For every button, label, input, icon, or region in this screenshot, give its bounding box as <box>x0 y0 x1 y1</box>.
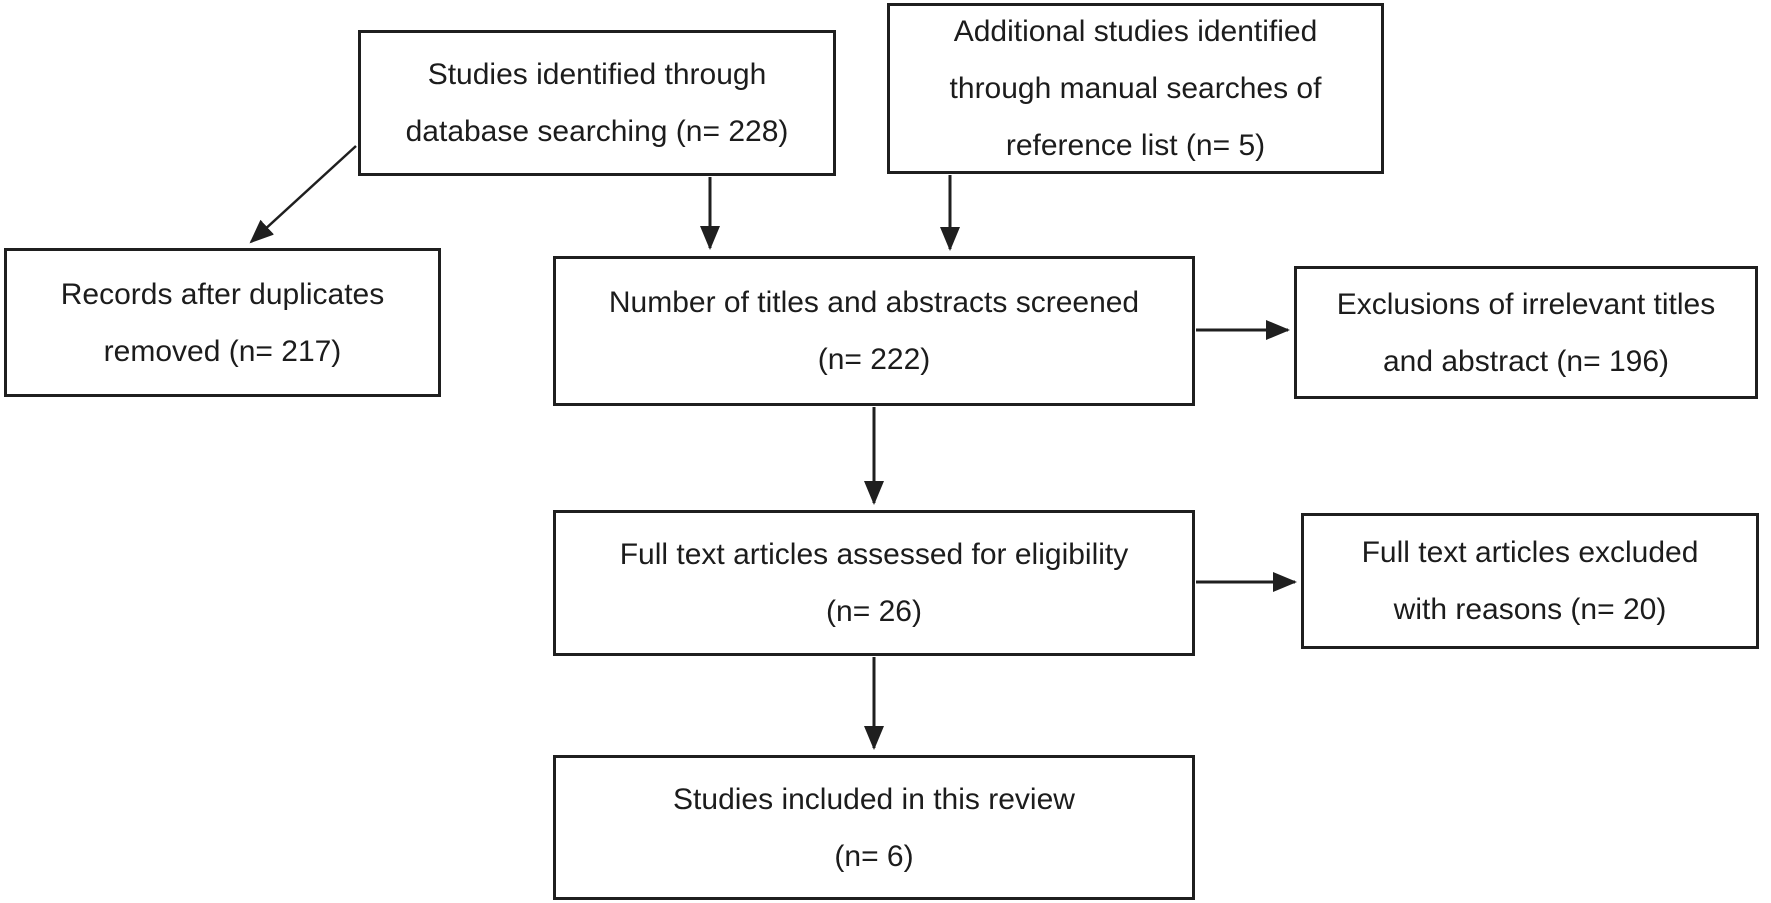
node-studies-database: Studies identified through database sear… <box>358 30 836 176</box>
node-fulltext-excluded: Full text articles excluded with reasons… <box>1301 513 1759 649</box>
node-label-line: reference list (n= 5) <box>1005 129 1266 162</box>
node-fulltext-assessed: Full text articles assessed for eligibil… <box>553 510 1195 656</box>
node-label-line: through manual searches of <box>949 72 1322 105</box>
node-label-line: (n= 26) <box>826 595 922 628</box>
node-label-line: Exclusions of irrelevant titles <box>1336 287 1716 321</box>
node-titles-abstracts-screened: Number of titles and abstracts screened … <box>553 256 1195 406</box>
node-label-line: Full text articles excluded <box>1361 536 1699 569</box>
node-label-line: Full text articles assessed for eligibil… <box>619 538 1129 571</box>
node-label-line: Additional studies identified <box>953 15 1318 48</box>
node-studies-manual: Additional studies identified through ma… <box>887 3 1384 174</box>
node-studies-included: Studies included in this review (n= 6) <box>553 755 1195 900</box>
node-label-line: (n= 222) <box>817 343 931 376</box>
node-label-line: Studies included in this review <box>673 782 1075 816</box>
node-label-line: and abstract (n= 196) <box>1382 344 1669 378</box>
node-label-line: with reasons (n= 20) <box>1393 593 1667 626</box>
node-label-line: Number of titles and abstracts screened <box>608 286 1140 319</box>
node-label-line: removed (n= 217) <box>103 334 342 368</box>
node-label-line: Studies identified through <box>427 58 767 91</box>
node-records-deduplicated: Records after duplicates removed (n= 217… <box>4 248 441 397</box>
arrow-database-to-duplicates <box>249 145 357 244</box>
node-label-line: database searching (n= 228) <box>405 115 789 148</box>
node-label-line: Records after duplicates <box>60 277 385 311</box>
node-label-line: (n= 6) <box>834 839 914 873</box>
node-exclusions-irrelevant: Exclusions of irrelevant titles and abst… <box>1294 266 1758 399</box>
